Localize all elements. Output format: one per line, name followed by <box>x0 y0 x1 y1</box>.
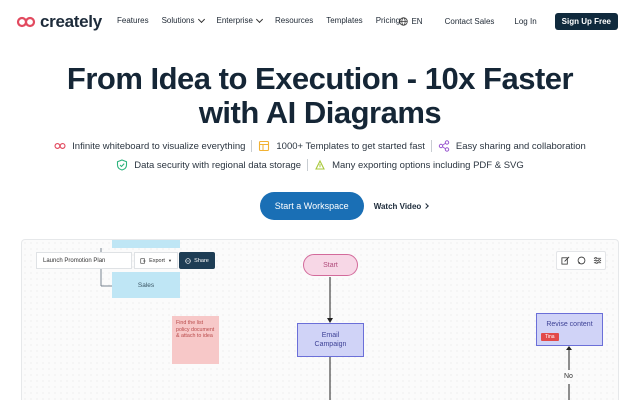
email-campaign-line1: Email <box>321 332 340 339</box>
nav-pricing[interactable]: Pricing <box>376 16 400 25</box>
revise-content-node[interactable]: Revise content <box>536 313 603 346</box>
sales-node[interactable]: Sales <box>112 272 180 298</box>
watch-video-label: Watch Video <box>373 201 422 211</box>
language-label: EN <box>411 17 423 26</box>
divider <box>430 140 432 152</box>
nav-templates-label: Templates <box>326 16 363 25</box>
feature-text: Data security with regional data storage <box>134 159 302 171</box>
features-row-1: Infinite whiteboard to visualize everyth… <box>0 140 640 152</box>
features-row-2: Data security with regional data storage… <box>0 159 640 171</box>
creately-logo-icon <box>16 16 36 28</box>
nav-resources-label: Resources <box>274 16 314 25</box>
nav-solutions[interactable]: Solutions <box>161 15 205 25</box>
nav-features-label: Features <box>117 16 149 25</box>
feature-item: Data security with regional data storage <box>110 159 307 171</box>
feature-text: Many exporting options including PDF & S… <box>332 159 524 171</box>
connectors <box>100 248 572 400</box>
hero-title: From Idea to Execution - 10x Faster with… <box>0 62 640 130</box>
email-campaign-node[interactable]: Email Campaign <box>297 323 364 357</box>
feature-item: Infinite whiteboard to visualize everyth… <box>48 140 251 152</box>
start-workspace-button[interactable]: Start a Workspace <box>259 192 364 220</box>
comment-icon[interactable] <box>577 256 586 265</box>
feature-item: Many exporting options including PDF & S… <box>308 159 530 171</box>
start-node[interactable]: Start <box>303 254 358 276</box>
feature-item: Easy sharing and collaboration <box>432 140 592 152</box>
hero-title-line2: with AI Diagrams <box>198 95 442 130</box>
email-campaign-line2: Campaign <box>314 341 347 348</box>
nav-features[interactable]: Features <box>117 16 149 25</box>
divider <box>251 140 253 152</box>
language-selector[interactable]: EN <box>399 17 423 26</box>
login-link[interactable]: Log In <box>514 17 537 26</box>
feature-item: 1000+ Templates to get started fast <box>252 140 431 152</box>
share-button[interactable]: Share <box>179 252 215 269</box>
share-nodes-icon <box>438 140 450 152</box>
nav-solutions-label: Solutions <box>161 16 195 25</box>
export-icon <box>315 159 325 170</box>
top-nav: creately Features Solutions Enterprise R… <box>0 0 640 44</box>
watch-video-link[interactable]: Watch Video <box>373 201 430 211</box>
shield-check-icon <box>117 159 128 171</box>
contact-sales-link[interactable]: Contact Sales <box>444 17 495 26</box>
collaborator-cursor-tag: Tina <box>541 333 559 341</box>
nav-templates[interactable]: Templates <box>326 16 362 25</box>
edit-icon[interactable] <box>560 256 570 265</box>
canvas-toolbar <box>556 251 606 270</box>
signup-button[interactable]: Sign Up Free <box>554 13 618 30</box>
globe-icon <box>399 17 409 26</box>
nav-right: EN Contact Sales Log In Sign Up Free <box>399 13 618 30</box>
feature-text: Infinite whiteboard to visualize everyth… <box>72 140 246 152</box>
chevron-down-icon <box>255 15 264 23</box>
caret-down-icon: ▼ <box>167 258 172 263</box>
decision-no-label: No <box>564 373 573 380</box>
export-button[interactable]: Export ▼ <box>134 252 178 269</box>
logo-text: creately <box>40 12 102 31</box>
nav-enterprise-label: Enterprise <box>216 16 253 25</box>
feature-text: 1000+ Templates to get started fast <box>276 140 425 152</box>
globe-icon <box>185 257 191 264</box>
diagram-canvas-preview[interactable]: Sales Launch Promotion Plan Export ▼ Sha… <box>21 239 619 400</box>
share-label: Share <box>194 257 209 264</box>
chevron-right-icon <box>423 203 430 209</box>
sales-node-top[interactable] <box>112 240 180 248</box>
chevron-down-icon <box>197 15 205 23</box>
nav-resources[interactable]: Resources <box>275 16 313 25</box>
cta-row: Start a Workspace Watch Video <box>0 192 640 220</box>
nav-enterprise[interactable]: Enterprise <box>216 15 264 25</box>
nav-pricing-label: Pricing <box>375 16 401 25</box>
templates-icon <box>259 140 270 152</box>
export-file-icon <box>140 257 146 264</box>
creately-logo[interactable]: creately <box>16 12 102 32</box>
divider <box>307 159 309 171</box>
sticky-note[interactable]: Find the list policy document & attach t… <box>172 316 219 364</box>
document-name-field[interactable]: Launch Promotion Plan <box>36 252 132 269</box>
hero-title-line1: From Idea to Execution - 10x Faster <box>66 61 574 96</box>
nav-links: Features Solutions Enterprise Resources … <box>117 15 413 25</box>
sliders-icon[interactable] <box>593 256 602 265</box>
infinity-icon <box>54 143 66 149</box>
feature-text: Easy sharing and collaboration <box>455 140 586 152</box>
export-label: Export <box>149 257 165 264</box>
